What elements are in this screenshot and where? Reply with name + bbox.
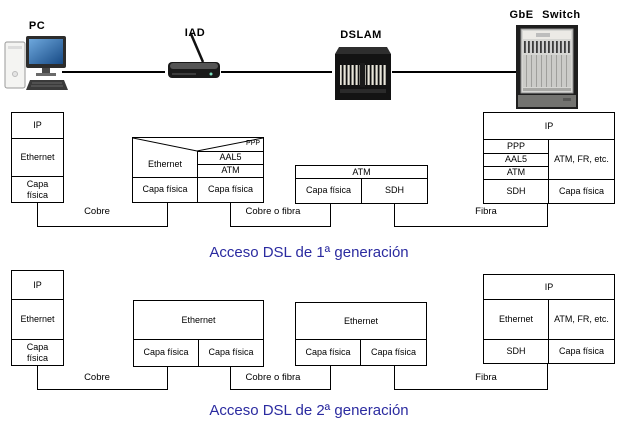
gen1-pc-layer-ethernet: Ethernet	[11, 138, 64, 177]
gen2-iad-layer-ethernet: Ethernet	[181, 314, 216, 325]
gen1-dslam-layer-sdh: SDH	[384, 185, 404, 196]
gen2-switch-layer-capa-fisica: Capa física	[558, 345, 605, 356]
divider-line	[484, 299, 614, 300]
divider-line	[484, 153, 548, 154]
gen2-switch-stack: IP Ethernet ATM, FR, etc. SDH Capa físic…	[483, 274, 615, 364]
connector-line	[394, 204, 395, 227]
connector-line	[37, 226, 168, 227]
connector-line	[167, 367, 168, 390]
gen2-switch-layer-atm-fr-etc: ATM, FR, etc.	[554, 313, 609, 324]
gen2-pc-layer-capa-fisica: Capa física	[11, 339, 64, 366]
gen1-iad-layer-ethernet: Ethernet	[147, 158, 183, 169]
top-link-line-dslam-switch	[392, 71, 516, 73]
pc-label: PC	[28, 20, 46, 32]
iad-label: IAD	[184, 27, 206, 39]
ppp-funnel-lines	[133, 138, 263, 152]
gen2-pc-layer-ip: IP	[11, 270, 64, 300]
top-link-line-iad-dslam	[221, 71, 332, 73]
divider-line	[484, 166, 548, 167]
iad-device-image	[168, 33, 220, 78]
gen2-caption: Acceso DSL de 2ª generación	[209, 402, 409, 419]
gen2-iad-layer-capa-fisica-left: Capa física	[143, 347, 189, 358]
gen1-dslam-layer-capa-fisica: Capa física	[305, 185, 352, 196]
divider-line	[361, 178, 362, 203]
gen2-switch-layer-ip: IP	[544, 281, 554, 292]
gen1-switch-stack: IP PPP AAL5 ATM SDH ATM, FR, etc. Capa f…	[483, 112, 615, 204]
connector-line	[330, 366, 331, 390]
divider-line	[360, 339, 361, 365]
divider-line	[484, 179, 614, 180]
divider-line	[296, 339, 426, 340]
connector-line	[394, 389, 548, 390]
gen2-link-label-cobre: Cobre	[84, 372, 110, 383]
connector-line	[394, 226, 548, 227]
gen1-link-label-fibra: Fibra	[475, 206, 497, 217]
connector-line	[37, 203, 38, 227]
gen1-switch-layer-ppp: PPP	[506, 140, 525, 151]
connector-line	[230, 367, 231, 390]
gen1-dslam-layer-atm: ATM	[352, 166, 371, 177]
gen1-iad-layer-capa-fisica-left: Capa física	[142, 184, 188, 195]
gen2-switch-layer-sdh: SDH	[506, 345, 526, 356]
divider-line	[197, 164, 263, 165]
gbe-switch-device-image	[516, 25, 578, 109]
gen1-iad-layer-capa-fisica-right: Capa física	[207, 184, 254, 195]
gbe-switch-label: GbE Switch	[509, 9, 581, 21]
divider-line	[197, 151, 198, 202]
divider-line	[133, 177, 263, 178]
divider-line	[484, 339, 614, 340]
gen1-switch-layer-atm-fr-etc: ATM, FR, etc.	[554, 153, 609, 164]
gen1-switch-layer-sdh: SDH	[506, 185, 526, 196]
connector-line	[330, 204, 331, 227]
divider-line	[548, 299, 549, 363]
gen2-switch-layer-ethernet: Ethernet	[498, 313, 534, 324]
connector-line	[230, 389, 331, 390]
gen1-iad-stack: PPP Ethernet AAL5 ATM Capa física Capa f…	[132, 137, 264, 203]
connector-line	[167, 203, 168, 227]
divider-line	[197, 151, 263, 152]
dslam-device-image	[335, 47, 391, 100]
gen1-switch-layer-aal5: AAL5	[504, 154, 528, 165]
gen2-link-label-cobre-o-fibra: Cobre o fibra	[245, 372, 301, 383]
divider-line	[484, 139, 614, 140]
gen2-link-label-fibra: Fibra	[475, 372, 497, 383]
gen2-dslam-layer-capa-fisica-right: Capa física	[370, 346, 417, 357]
gen2-dslam-stack: Ethernet Capa física Capa física	[295, 302, 427, 366]
dslam-label: DSLAM	[340, 29, 382, 41]
gen2-dslam-layer-capa-fisica-left: Capa física	[305, 346, 351, 357]
gen1-switch-layer-capa-fisica: Capa física	[558, 185, 605, 196]
connector-line	[37, 366, 38, 390]
gen1-switch-layer-ip: IP	[544, 120, 554, 131]
connector-line	[37, 389, 168, 390]
connector-line	[230, 226, 331, 227]
gen1-link-label-cobre: Cobre	[84, 206, 110, 217]
divider-line	[548, 139, 549, 203]
gen1-iad-layer-atm: ATM	[221, 165, 240, 176]
gen1-pc-layer-capa-fisica: Capa física	[11, 176, 64, 203]
gen2-pc-layer-ethernet: Ethernet	[11, 299, 64, 340]
gen2-iad-layer-capa-fisica-right: Capa física	[208, 347, 254, 358]
gen2-iad-stack: Ethernet Capa física Capa física	[133, 300, 264, 367]
pc-device-image	[4, 36, 68, 90]
divider-line	[198, 339, 199, 366]
gen1-caption: Acceso DSL de 1ª generación	[209, 244, 409, 261]
connector-line	[230, 203, 231, 227]
gen1-dslam-stack: ATM Capa física SDH	[295, 165, 428, 204]
connector-line	[547, 204, 548, 227]
connector-line	[394, 366, 395, 390]
gen1-link-label-cobre-o-fibra: Cobre o fibra	[245, 206, 301, 217]
top-link-line-pc-iad	[62, 71, 165, 73]
gen2-dslam-layer-ethernet: Ethernet	[343, 315, 379, 326]
connector-line	[547, 363, 548, 390]
gen1-iad-layer-aal5: AAL5	[219, 152, 242, 163]
gen1-switch-layer-atm: ATM	[506, 167, 526, 178]
gen1-pc-layer-ip: IP	[11, 112, 64, 139]
gen1-iad-layer-ppp: PPP	[245, 140, 260, 147]
